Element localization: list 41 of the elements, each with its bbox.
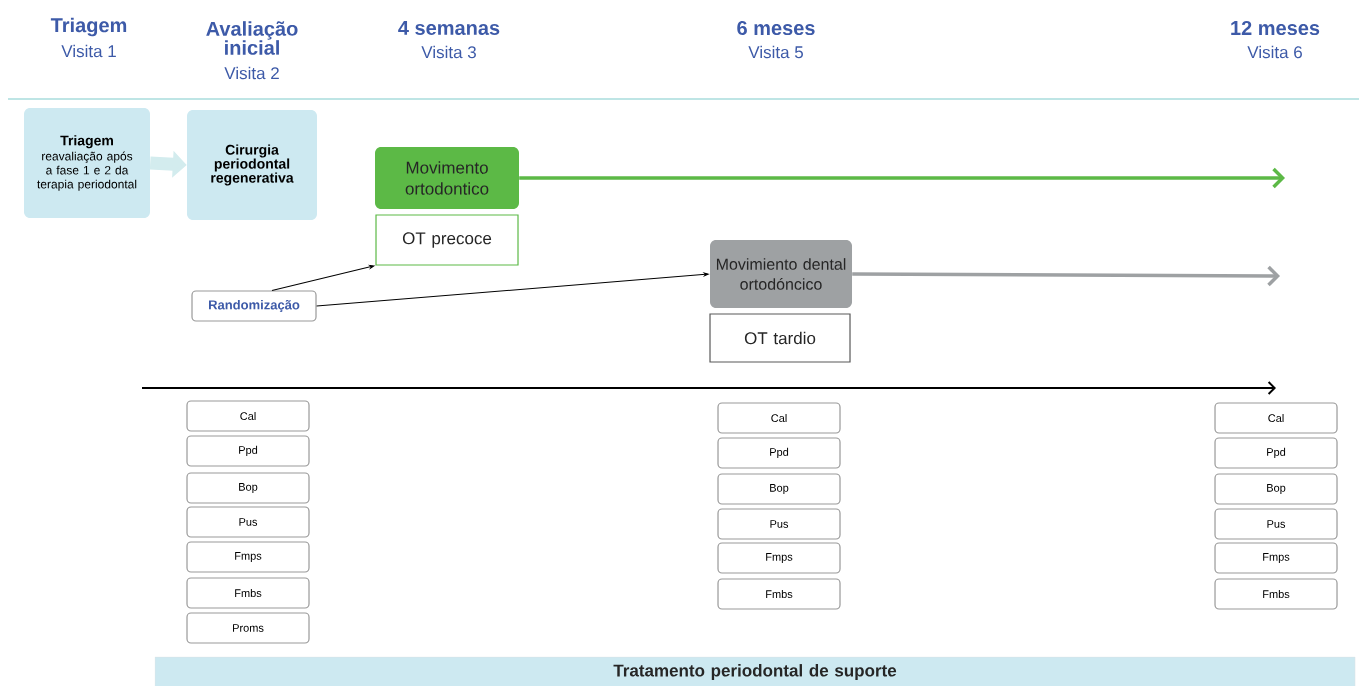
measure-box: Ppd xyxy=(186,435,310,467)
phase-band: Tratamento periodontal de suporte xyxy=(154,656,1356,686)
measure-box: Fmps xyxy=(717,542,841,574)
measure-box: Proms xyxy=(186,612,310,644)
measure-box: Fmps xyxy=(1214,542,1338,574)
treatment-box: Movimiento dental ortodóncico xyxy=(710,240,852,308)
measure-box: Cal xyxy=(717,402,841,434)
visit-label: Visita 5 xyxy=(748,45,803,59)
timepoint-heading: 6 meses xyxy=(737,20,815,36)
visit-label: Visita 2 xyxy=(224,66,279,80)
measure-box: Pus xyxy=(717,508,841,540)
measure-box: Ppd xyxy=(1214,437,1338,469)
measure-box: Fmbs xyxy=(186,577,310,609)
arrow xyxy=(852,265,1280,287)
measure-box: Fmps xyxy=(186,541,310,573)
visit-label: Visita 1 xyxy=(61,44,116,58)
visit-label: Visita 3 xyxy=(421,45,476,59)
measure-box: Bop xyxy=(186,472,310,504)
measure-box: Bop xyxy=(717,473,841,505)
treatment-box: Movimento ortodontico xyxy=(375,147,519,209)
arrow xyxy=(519,167,1285,189)
arrow xyxy=(316,272,709,307)
measure-box: Ppd xyxy=(717,437,841,469)
timepoint-heading: Avaliação inicial xyxy=(206,21,298,55)
arrow xyxy=(271,265,375,291)
timepoint-heading: Triagem xyxy=(50,17,127,37)
measure-box: Bop xyxy=(1214,473,1338,505)
group-box: OT precoce xyxy=(375,214,519,266)
group-box: OT tardio xyxy=(709,313,851,363)
measure-box: Fmbs xyxy=(717,578,841,610)
measure-box: Cal xyxy=(1214,402,1338,434)
timepoint-heading: 12 meses xyxy=(1231,20,1320,36)
process-box: Triagem reavaliação após a fase 1 e 2 da terapia periodontal xyxy=(24,108,150,218)
process-box: Cirurgia periodontal regenerativa xyxy=(187,110,317,220)
visit-label: Visita 6 xyxy=(1247,45,1302,59)
timepoint-heading: 4 semanas xyxy=(398,21,500,35)
measure-box: Fmbs xyxy=(1214,578,1338,610)
randomization-box: Randomização xyxy=(191,290,317,322)
measure-box: Cal xyxy=(186,400,310,432)
measure-box: Pus xyxy=(186,506,310,538)
measure-box: Pus xyxy=(1214,508,1338,540)
